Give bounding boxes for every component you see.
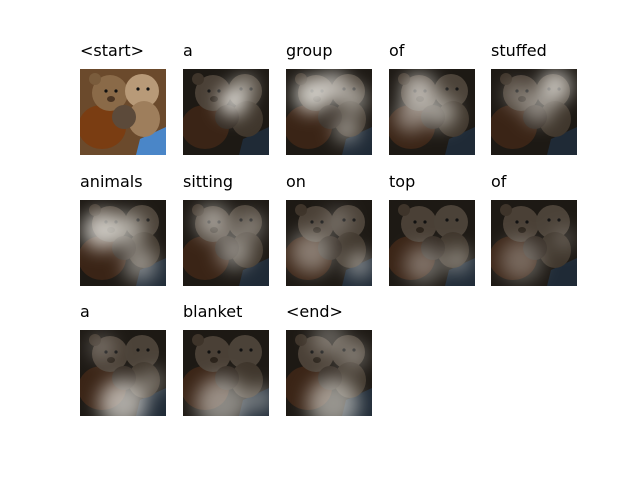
attention-highlight xyxy=(499,238,543,282)
attention-map-image xyxy=(183,69,269,155)
attention-highlight xyxy=(98,379,148,416)
attention-highlight xyxy=(425,96,457,128)
step-word: blanket xyxy=(183,302,243,321)
attention-map-image xyxy=(491,200,577,286)
attention-highlight xyxy=(82,211,121,250)
attention-map-image xyxy=(491,69,577,155)
attention-highlight xyxy=(346,251,372,278)
step-word: sitting xyxy=(183,172,234,191)
attention-highlight xyxy=(195,204,231,239)
attention-highlight xyxy=(195,377,248,416)
attention-highlight xyxy=(401,73,437,108)
attention-highlight xyxy=(404,245,443,284)
step-word: of xyxy=(491,172,507,191)
step-word: <start> xyxy=(80,41,145,60)
attention-map-image xyxy=(286,69,372,155)
step-word: of xyxy=(389,41,405,60)
attention-map-image xyxy=(80,330,166,416)
attention-highlight xyxy=(333,116,360,143)
step-word: <end> xyxy=(286,302,343,321)
step-word: animals xyxy=(80,172,143,191)
attention-highlight xyxy=(140,368,166,395)
attention-highlight xyxy=(444,247,471,274)
attention-highlight xyxy=(395,100,426,132)
attention-highlight xyxy=(341,86,368,112)
attention-highlight xyxy=(311,330,347,356)
source-image xyxy=(80,69,166,155)
attention-map-image xyxy=(80,200,166,286)
attention-highlight xyxy=(540,70,571,102)
attention-highlight xyxy=(238,212,265,239)
attention-highlight xyxy=(324,208,351,235)
attention-highlight xyxy=(522,92,554,124)
attention-map-image xyxy=(389,200,475,286)
attention-highlight xyxy=(234,75,256,97)
attention-map-image xyxy=(183,330,269,416)
attention-highlight xyxy=(123,247,158,282)
step-word: a xyxy=(183,41,193,60)
attention-highlight xyxy=(307,377,360,416)
attention-highlight xyxy=(110,212,145,248)
attention-highlight xyxy=(247,385,269,412)
attention-map-image xyxy=(286,200,372,286)
step-word: on xyxy=(286,172,306,191)
attention-highlight xyxy=(217,234,252,269)
attention-highlight xyxy=(88,334,115,361)
attention-highlight xyxy=(553,228,575,250)
attention-map-image xyxy=(389,69,475,155)
step-word: top xyxy=(389,172,416,191)
attention-highlight xyxy=(341,342,368,369)
attention-map-image xyxy=(286,330,372,416)
attention-map-image xyxy=(183,200,269,286)
step-word: stuffed xyxy=(491,41,547,60)
attention-highlight xyxy=(503,81,530,108)
attention-highlight xyxy=(290,230,334,274)
step-word: a xyxy=(80,302,90,321)
step-word: group xyxy=(286,41,333,60)
attention-highlight xyxy=(317,70,349,102)
